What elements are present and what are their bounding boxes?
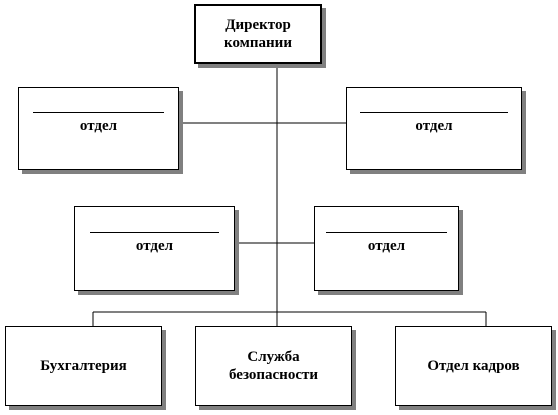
department-label: отдел <box>415 118 453 134</box>
accounting-label: Бухгалтерия <box>40 358 127 374</box>
department-box-upper-right: отдел <box>346 87 522 170</box>
security-service-line1: Служба <box>247 349 300 365</box>
department-box-upper-left: отдел <box>18 87 179 170</box>
hr-department-label: Отдел кадров <box>427 358 520 374</box>
director-label: Директор компании <box>196 6 320 62</box>
hr-department-box: Отдел кадров <box>395 326 552 406</box>
department-label: отдел <box>79 118 118 134</box>
director-title-line1: Директор <box>225 17 291 33</box>
accounting-box: Бухгалтерия <box>5 326 162 406</box>
department-box-middle-left: отдел <box>74 206 235 291</box>
department-label: отдел <box>135 238 174 254</box>
director-box: Директор компании <box>194 4 322 64</box>
name-blank-line <box>90 232 219 233</box>
department-label: отдел <box>367 238 406 254</box>
security-service-line2: безопасности <box>228 367 318 383</box>
director-title-line2: компании <box>224 35 292 51</box>
name-blank-line <box>326 232 447 233</box>
name-blank-line <box>33 112 164 113</box>
security-service-label: Служба безопасности <box>196 327 351 405</box>
name-blank-line <box>360 112 508 113</box>
department-box-middle-right: отдел <box>314 206 459 291</box>
security-service-box: Служба безопасности <box>195 326 352 406</box>
